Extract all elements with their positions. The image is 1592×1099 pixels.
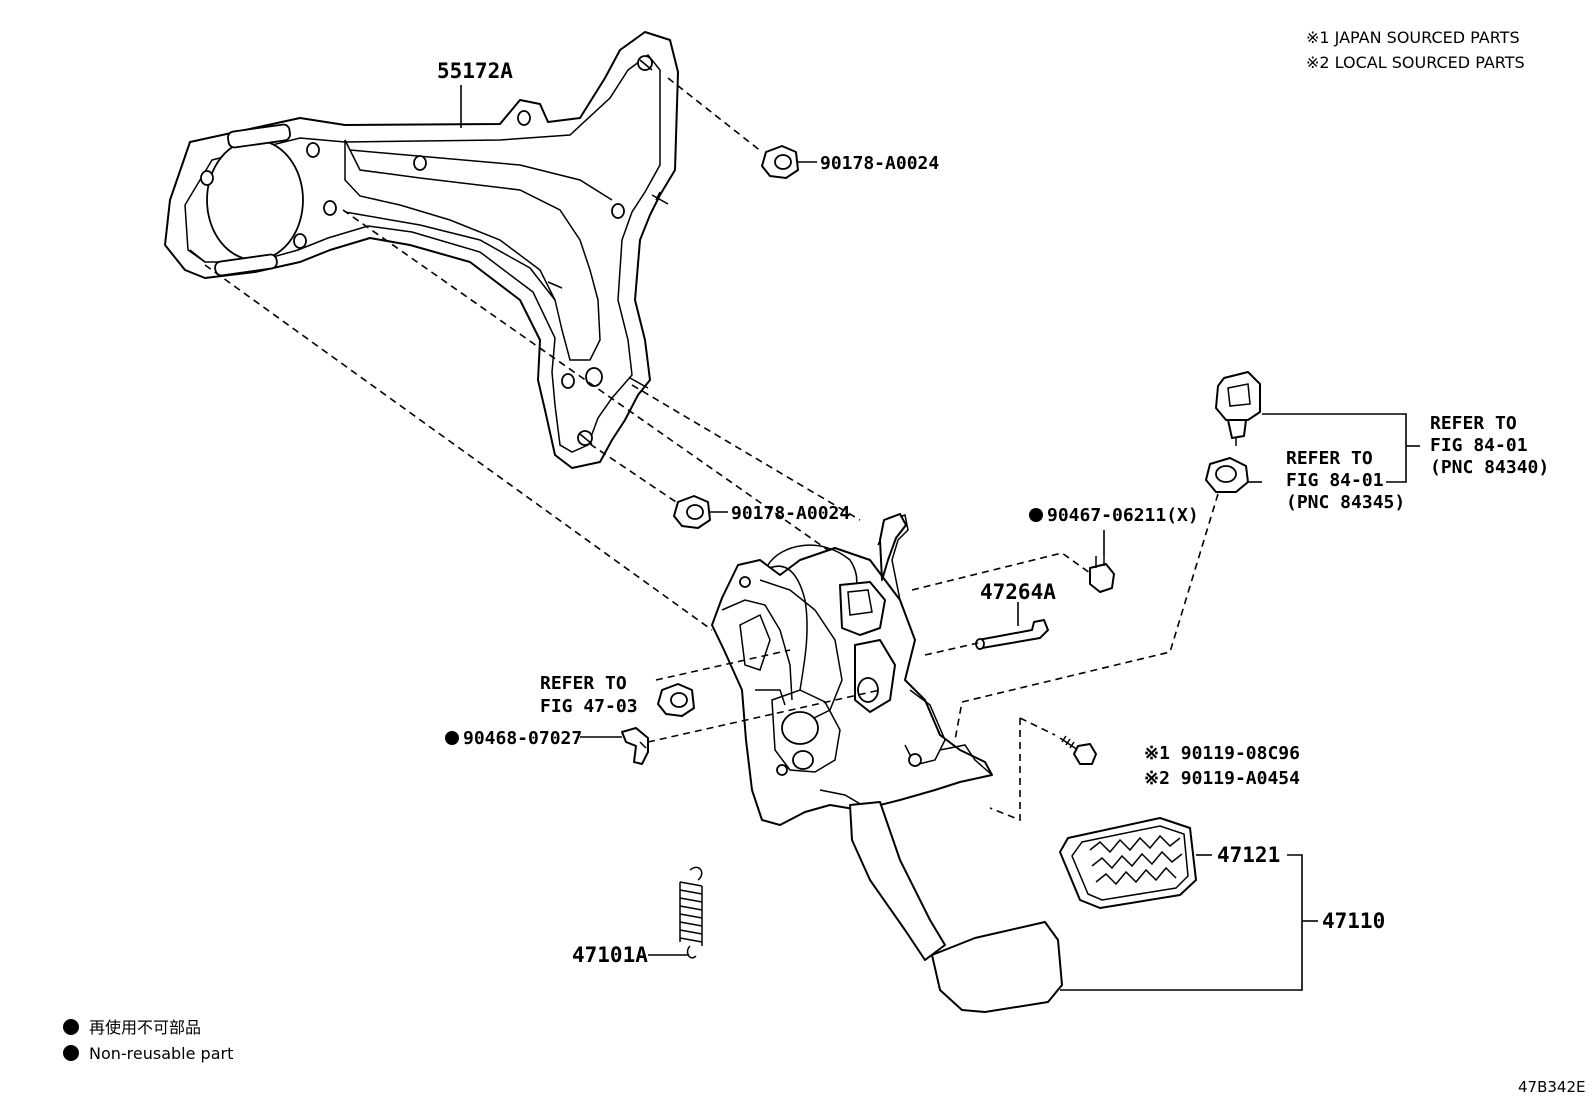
dash-nut-lower [589, 443, 677, 503]
dash-bolt-bracket [989, 718, 1021, 822]
part-label-nut-lower: 90178-A0024 [731, 503, 850, 524]
non-reusable-marker-clip-top [1029, 508, 1043, 522]
part-label-47121: 47121 [1217, 843, 1280, 867]
dash-nut-upper [667, 77, 763, 153]
ref-cushion-line1[interactable]: REFER TO [1286, 448, 1373, 469]
ref-cushion-line3[interactable]: (PNC 84345) [1286, 492, 1405, 513]
stop-lamp-switch-drawing [1215, 371, 1261, 446]
clip-top-drawing [1089, 556, 1115, 593]
part-label-47110: 47110 [1322, 909, 1385, 933]
note-local-sourced: ※2 LOCAL SOURCED PARTS [1306, 53, 1525, 72]
dash-bracket-to-pedal-left [204, 264, 713, 631]
reference-fig-47-03[interactable]: REFER TO FIG 47-03 [540, 673, 638, 717]
dash-cushion-to-pedal [954, 493, 1219, 741]
part-label-55172a: 55172A [437, 59, 513, 83]
part-label-nut-upper: 90178-A0024 [820, 153, 939, 174]
reference-switch[interactable]: REFER TO FIG 84-01 (PNC 84340) [1430, 413, 1549, 478]
ref-switch-line1[interactable]: REFER TO [1430, 413, 1517, 434]
pin-47264a-drawing [975, 619, 1049, 650]
leader-47110-bracket [1060, 854, 1303, 991]
legend-non-reusable-en: Non-reusable part [89, 1044, 233, 1063]
dash-bracket-to-pedal-mid [342, 209, 836, 556]
note-japan-sourced: ※1 JAPAN SOURCED PARTS [1306, 28, 1520, 47]
dash-bolt [1019, 717, 1056, 736]
legend-marker-jp [63, 1019, 79, 1035]
ref-cushion-line2[interactable]: FIG 84-01 [1286, 470, 1384, 491]
cushion-drawing [1205, 457, 1249, 493]
part-label-clip-top: 90467-06211(X) [1047, 505, 1199, 526]
dash-clip-left [647, 689, 881, 743]
ref-fig47-line2[interactable]: FIG 47-03 [540, 696, 638, 717]
clip-left-drawing [621, 727, 649, 765]
nut-upper-drawing [761, 145, 799, 179]
bolt-drawing [1059, 735, 1097, 765]
ref-fig47-line1[interactable]: REFER TO [540, 673, 627, 694]
ref-switch-line2[interactable]: FIG 84-01 [1430, 435, 1528, 456]
legend-marker-en [63, 1045, 79, 1061]
leader-switch [1262, 413, 1407, 483]
reference-cushion[interactable]: REFER TO FIG 84-01 (PNC 84345) [1286, 448, 1405, 513]
nut-lower-drawing [673, 495, 711, 529]
part-label-bolt-japan: ※1 90119-08C96 [1144, 743, 1300, 764]
spring-47101a-drawing [679, 866, 703, 959]
part-label-bolt-local: ※2 90119-A0454 [1144, 768, 1300, 789]
ref-switch-line3[interactable]: (PNC 84340) [1430, 457, 1549, 478]
part-label-47101a: 47101A [572, 943, 648, 967]
bracket-55172a-drawing [164, 31, 679, 469]
nut-fig47-drawing [657, 683, 695, 717]
legend-non-reusable-jp: 再使用不可部品 [89, 1018, 201, 1037]
dash-clip-top [911, 552, 1091, 591]
dash-pin [924, 642, 979, 656]
part-label-47264a: 47264A [980, 580, 1056, 604]
dash-bracket-to-pedal-right [631, 384, 861, 521]
pedal-pad-47121-drawing [1059, 817, 1197, 909]
diagram-code: 47B342E [1518, 1078, 1586, 1096]
part-label-clip-left: 90468-07027 [463, 728, 582, 749]
pedal-bracket-assembly-drawing [711, 513, 1063, 1013]
dash-nut-fig47 [655, 649, 791, 681]
non-reusable-marker-clip-left [445, 731, 459, 745]
